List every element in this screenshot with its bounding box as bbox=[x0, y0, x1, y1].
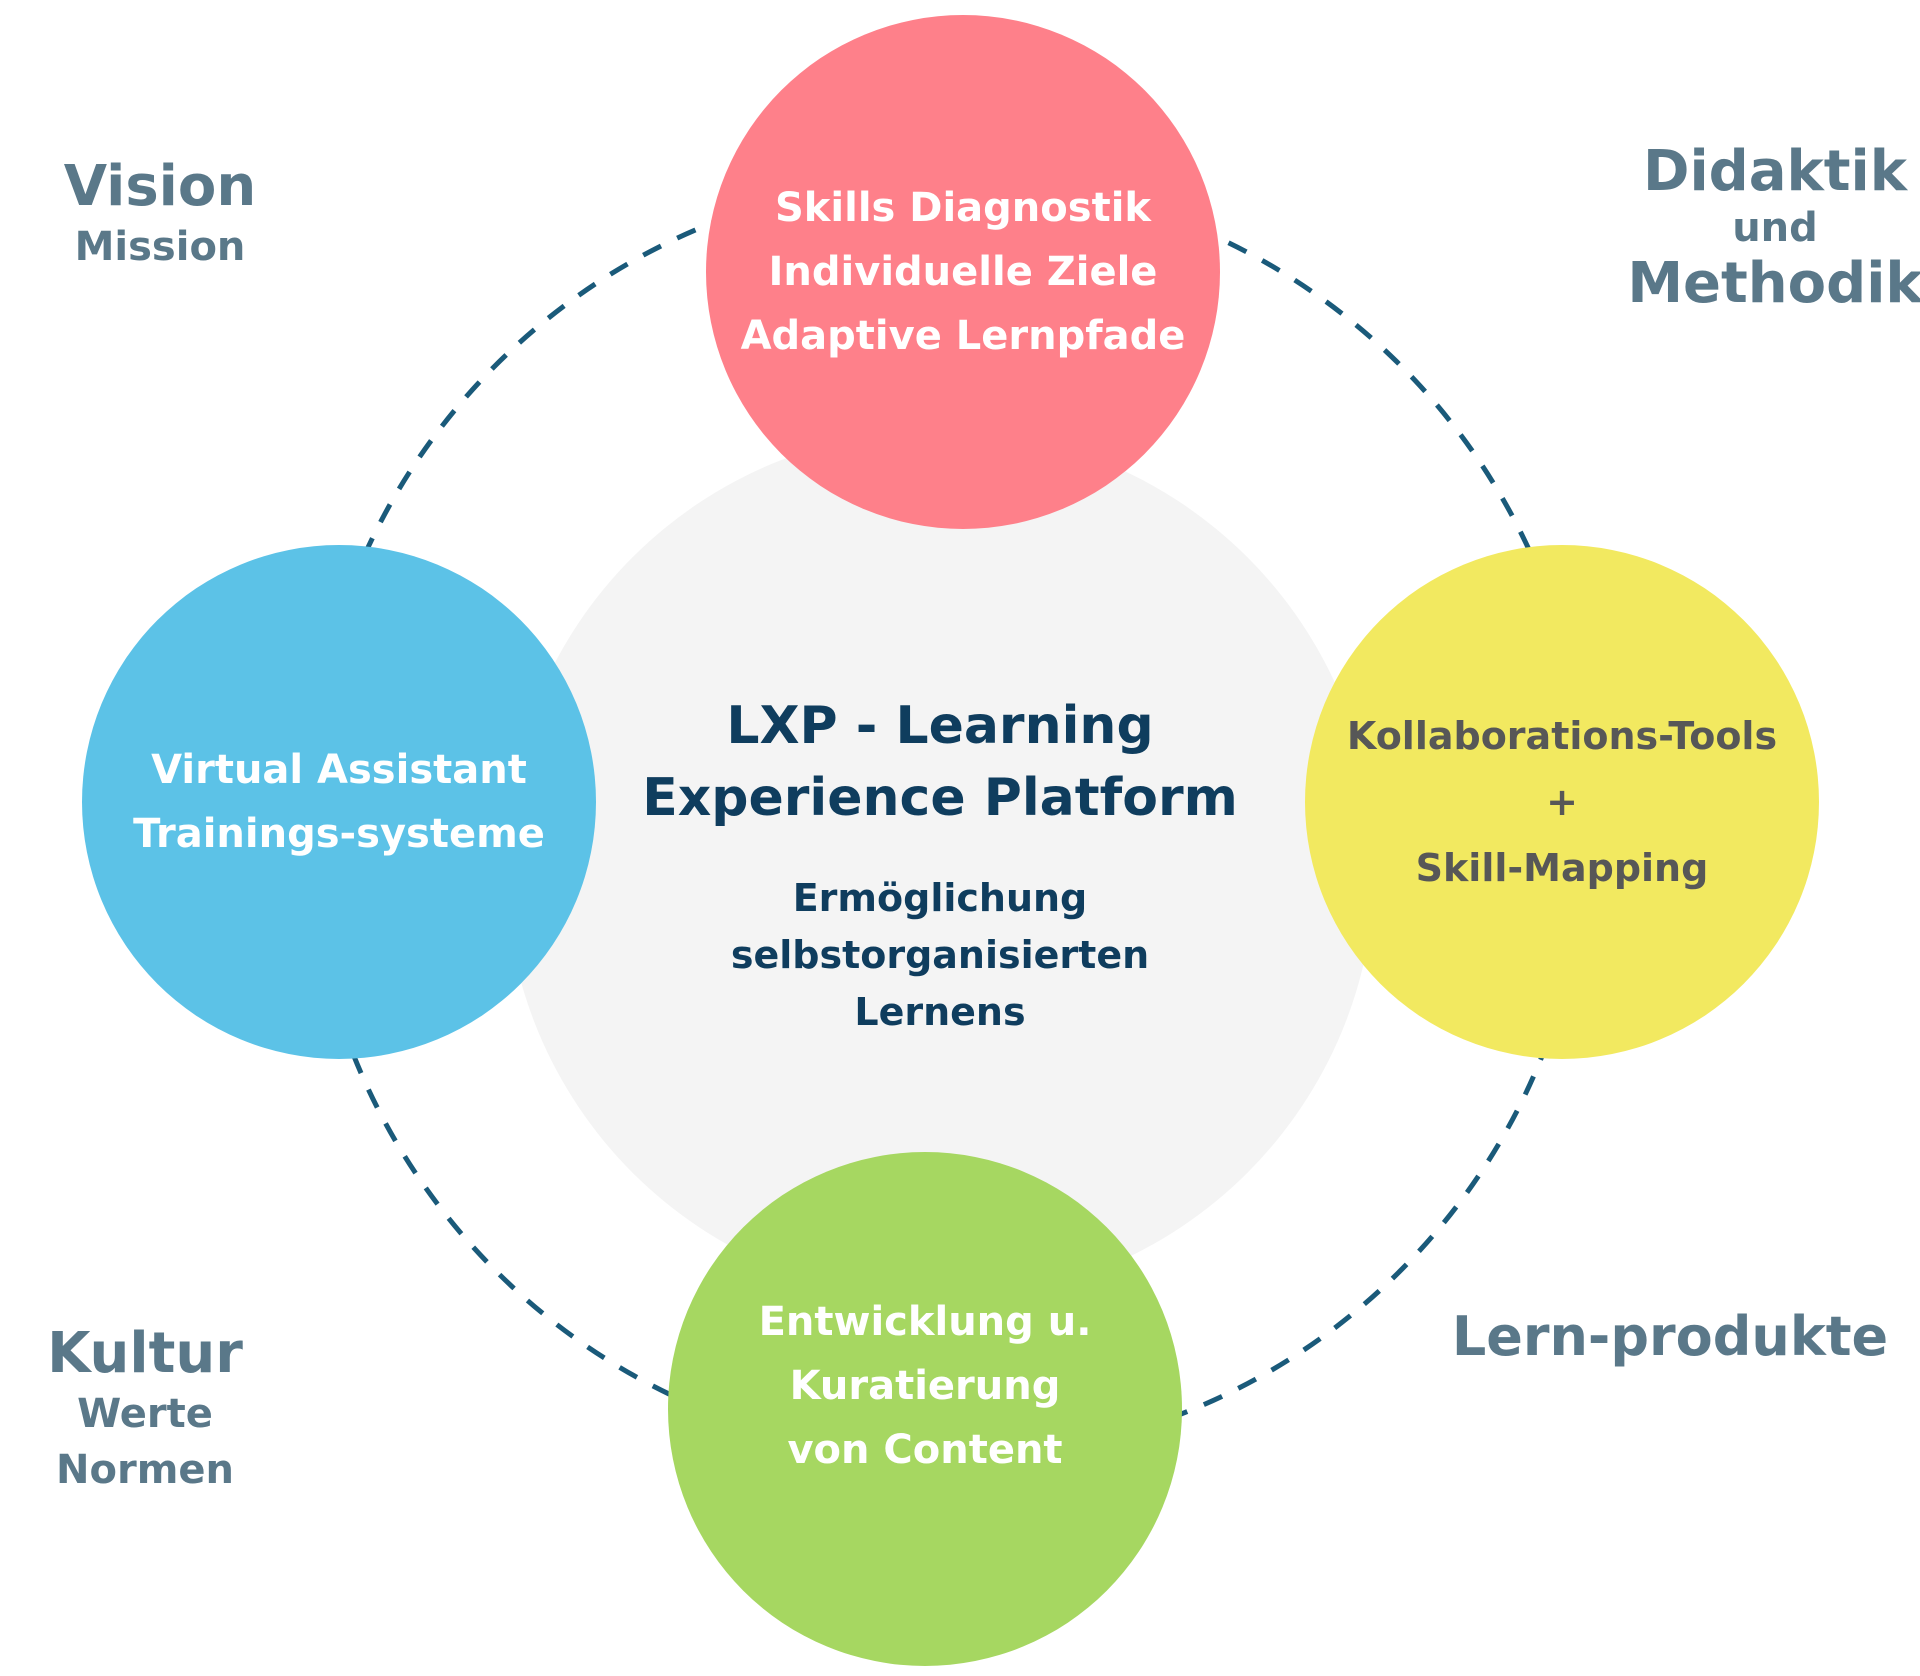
center-subtitle-line-1: Ermöglichung bbox=[792, 875, 1088, 920]
lernprodukte-title: Lern-produkte bbox=[1451, 1305, 1889, 1368]
assistant-line-2: Trainings-systeme bbox=[133, 811, 545, 857]
skills-diagnostics-circle: Skills Diagnostik Individuelle Ziele Ada… bbox=[706, 15, 1220, 529]
collab-line-1: Kollaborations-Tools bbox=[1346, 714, 1778, 758]
center-platform-circle: LXP - Learning Experience Platform Ermög… bbox=[505, 430, 1375, 1300]
content-development-circle: Entwicklung u. Kuratierung von Content bbox=[668, 1152, 1182, 1666]
mission-subtitle: Mission bbox=[74, 224, 246, 270]
kultur-label: Kultur Werte Normen bbox=[20, 1322, 270, 1498]
content-line-2: Kuratierung bbox=[789, 1363, 1061, 1409]
collaboration-tools-circle: Kollaborations-Tools + Skill-Mapping bbox=[1305, 545, 1819, 1059]
collab-plus: + bbox=[1546, 780, 1578, 824]
kultur-title: Kultur bbox=[47, 1321, 243, 1386]
werte-subtitle: Werte bbox=[77, 1391, 213, 1437]
assistant-line-1: Virtual Assistant bbox=[151, 747, 527, 793]
und-connector: und bbox=[1732, 205, 1818, 251]
center-subtitle-line-2: selbstorganisierten bbox=[730, 932, 1150, 977]
didaktik-methodik-label: Didaktik und Methodik bbox=[1620, 140, 1920, 316]
virtual-assistant-circle: Virtual Assistant Trainings-systeme bbox=[82, 545, 596, 1059]
normen-subtitle: Normen bbox=[56, 1447, 234, 1493]
skills-line-3: Adaptive Lernpfade bbox=[740, 313, 1186, 359]
skills-line-2: Individuelle Ziele bbox=[768, 249, 1158, 295]
lernprodukte-label: Lern-produkte bbox=[1440, 1305, 1900, 1369]
methodik-title: Methodik bbox=[1627, 251, 1920, 316]
skills-line-1: Skills Diagnostik bbox=[774, 185, 1151, 231]
center-title-line-2: Experience Platform bbox=[642, 767, 1238, 828]
center-title-line-1: LXP - Learning bbox=[726, 695, 1154, 756]
collab-line-2: Skill-Mapping bbox=[1415, 846, 1709, 890]
center-subtitle: Ermöglichung selbstorganisierten Lernens bbox=[731, 870, 1149, 1041]
vision-mission-label: Vision Mission bbox=[40, 155, 280, 275]
center-subtitle-line-3: Lernens bbox=[854, 989, 1026, 1034]
didaktik-title: Didaktik bbox=[1642, 139, 1907, 204]
content-line-3: von Content bbox=[787, 1427, 1063, 1473]
content-line-1: Entwicklung u. bbox=[758, 1299, 1092, 1345]
vision-title: Vision bbox=[63, 154, 257, 219]
